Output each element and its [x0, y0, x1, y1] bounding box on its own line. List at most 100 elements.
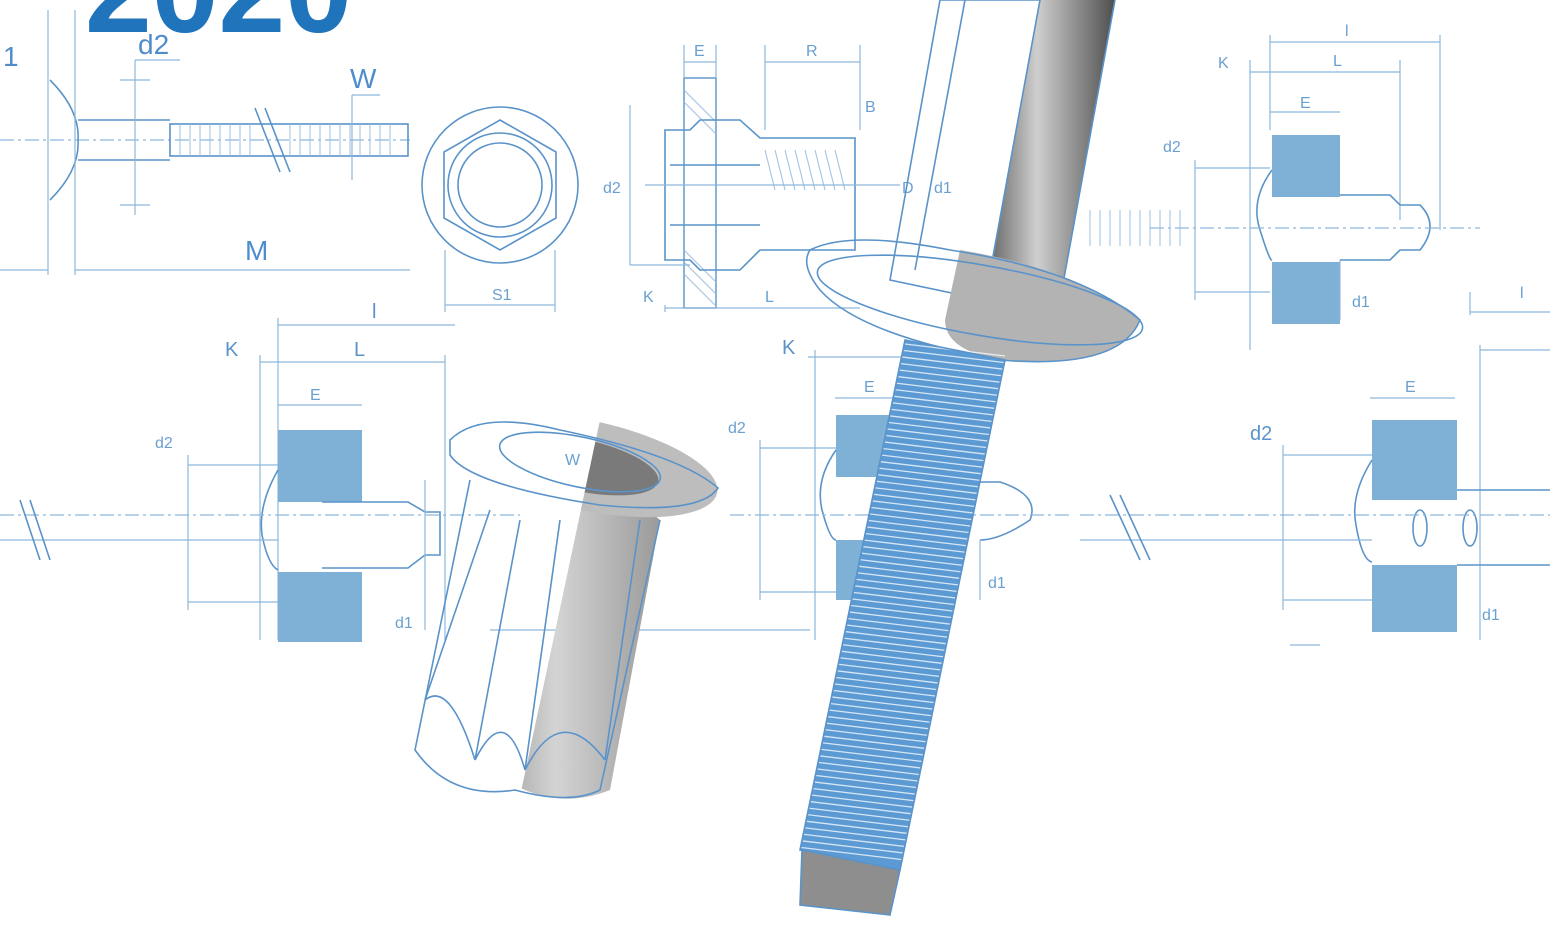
thread-line	[888, 421, 989, 436]
thread-line	[855, 585, 956, 599]
drawing-4-rivet-section: l K L E d2 d1	[1089, 23, 1480, 350]
label-e: E	[1300, 95, 1311, 112]
label-b: B	[865, 99, 876, 116]
thread-line	[856, 578, 957, 593]
label-l: L	[354, 339, 365, 361]
label-k: K	[643, 289, 654, 306]
label-d1: d1	[988, 575, 1006, 592]
thread-line	[902, 356, 1003, 370]
thread-line	[837, 670, 938, 684]
thread-line	[806, 820, 907, 834]
label-d: D	[902, 180, 914, 197]
thread-line	[826, 722, 928, 736]
label-l-partial: l	[1520, 285, 1524, 302]
thread-line	[867, 526, 968, 540]
thread-line	[834, 683, 936, 697]
thread-line	[864, 539, 965, 553]
thread-line	[891, 408, 992, 423]
thread-line	[813, 787, 914, 802]
thread-line	[868, 519, 969, 534]
thread-line	[844, 637, 945, 651]
thread-line	[877, 474, 979, 488]
thread-line	[863, 546, 964, 560]
thread-line	[895, 389, 996, 403]
label-e: E	[1405, 379, 1416, 396]
thread-line	[853, 591, 954, 606]
thread-line	[880, 461, 981, 475]
label-r: R	[806, 43, 818, 60]
thread-line	[817, 768, 918, 782]
thread-line	[898, 376, 999, 390]
label-d2: d2	[155, 435, 173, 452]
label-m: M	[245, 235, 268, 266]
thread-line	[883, 447, 984, 462]
thread-line	[873, 493, 975, 508]
thread-line	[822, 742, 923, 756]
thread-line	[872, 500, 973, 514]
breakstem-rivet-render	[799, 0, 1144, 916]
thread-line	[810, 801, 911, 815]
thread-line	[876, 480, 977, 494]
label-w: W	[350, 63, 377, 94]
label-l-total: l	[372, 301, 376, 323]
thread-line	[825, 729, 926, 743]
label-l-total: l	[1345, 23, 1349, 40]
thread-line	[821, 748, 922, 763]
thread-line	[860, 559, 961, 573]
thread-line	[816, 774, 917, 789]
year-headline: 2020	[85, 0, 352, 58]
thread-line	[802, 840, 903, 854]
label-d2: d2	[603, 180, 621, 197]
thread-line	[900, 362, 1002, 377]
thread-line	[812, 794, 913, 808]
thread-line	[847, 624, 948, 638]
thread-line	[871, 506, 972, 521]
label-d1: d1	[1482, 607, 1500, 624]
label-l: L	[765, 289, 774, 306]
thread-line	[899, 369, 1000, 383]
thread-line	[896, 382, 998, 396]
label-k: K	[782, 337, 796, 359]
thread-line	[849, 611, 950, 625]
thread-line	[836, 676, 937, 691]
thread-line	[882, 454, 983, 468]
thread-line	[807, 814, 909, 828]
thread-line	[801, 846, 902, 861]
label-k: K	[1218, 55, 1229, 72]
drawing-1-rivet-side: 1 d2 W M	[0, 10, 410, 275]
thread-line	[894, 395, 995, 409]
thread-line	[805, 827, 906, 841]
label-d1: d1	[395, 615, 413, 632]
thread-line	[840, 657, 941, 671]
thread-line	[838, 663, 940, 678]
label-d1-partial: 1	[3, 41, 19, 72]
thread-line	[892, 402, 993, 416]
label-l: L	[1333, 53, 1342, 70]
thread-line	[842, 644, 944, 658]
drawing-5-rivet-section: l K L E d2 d1 W	[0, 301, 581, 642]
thread-line	[865, 532, 967, 547]
thread-line	[828, 716, 929, 730]
label-d2: d2	[1250, 423, 1272, 445]
label-e: E	[864, 379, 875, 396]
thread-line	[841, 650, 942, 664]
label-k: K	[225, 339, 239, 361]
thread-line	[820, 755, 921, 769]
thread-line	[833, 689, 934, 704]
thread-line	[832, 696, 933, 710]
drawing-2-hex-front: S1	[421, 106, 579, 312]
label-s1: S1	[492, 287, 512, 304]
thread-line	[852, 598, 953, 612]
thread-line	[869, 513, 971, 527]
thread-line	[879, 467, 980, 481]
thread-line	[857, 572, 958, 586]
label-d1: d1	[1352, 294, 1370, 311]
thread-line	[861, 552, 963, 566]
thread-line	[845, 631, 946, 645]
thread-line	[903, 349, 1004, 364]
thread-line	[818, 761, 919, 776]
label-d2: d2	[728, 420, 746, 437]
label-d2: d2	[1163, 139, 1181, 156]
thread-line	[884, 441, 985, 455]
